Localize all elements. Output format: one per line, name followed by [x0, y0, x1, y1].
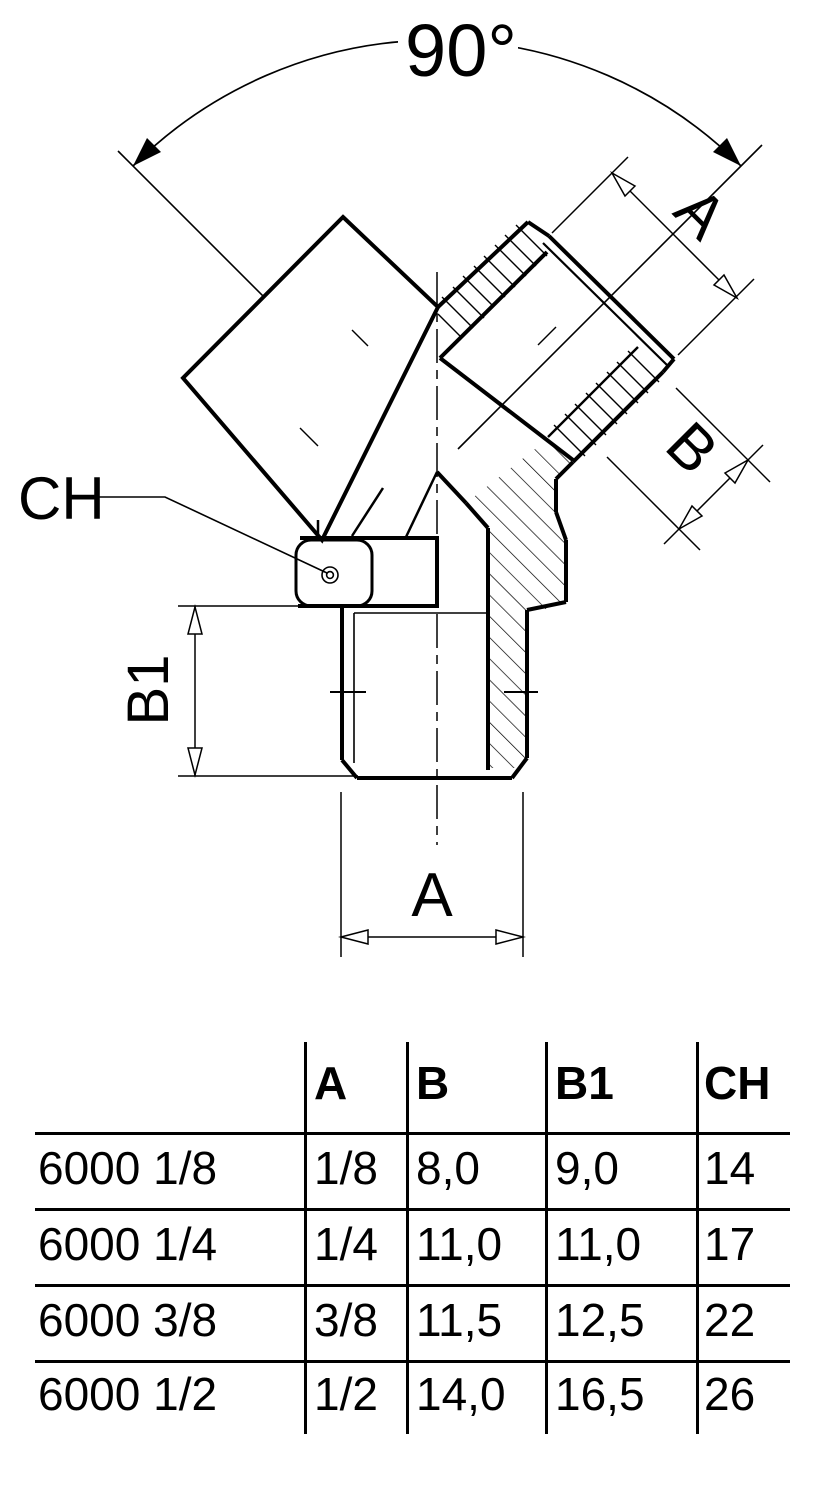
table-vline	[696, 1042, 699, 1434]
angle-label: 90°	[405, 9, 517, 92]
cell-b1: 11,0	[555, 1218, 642, 1270]
dimension-a-bottom: A	[338, 792, 526, 957]
table-hline	[35, 1208, 790, 1211]
funnel-edge	[350, 487, 385, 537]
dim-arrow-icon	[338, 929, 369, 945]
lower-thread-hatch	[553, 350, 660, 457]
table-vline	[406, 1042, 409, 1434]
cell-ch: 14	[704, 1142, 756, 1194]
cell-ch: 22	[704, 1294, 756, 1346]
row-label: 6000 1/2	[38, 1368, 218, 1420]
column-header-b: B	[416, 1057, 450, 1109]
cell-a: 3/8	[314, 1294, 378, 1346]
column-header-a: A	[314, 1057, 348, 1109]
cell-a: 1/2	[314, 1368, 378, 1420]
dim-a-bottom-label: A	[411, 861, 453, 930]
surface-tick	[351, 329, 369, 347]
column-header-b1: B1	[555, 1057, 614, 1109]
dim-arrow-icon	[610, 171, 637, 198]
angle-dimension: 90°	[117, 5, 763, 450]
cell-b: 8,0	[416, 1142, 480, 1194]
extension-line	[551, 156, 629, 234]
table-hline	[35, 1132, 790, 1135]
lower-band-inner-line	[547, 346, 639, 438]
section-hatch	[466, 438, 573, 768]
dim-arrow-icon	[723, 458, 750, 485]
ch-callout: CH	[18, 465, 328, 574]
surface-tick	[537, 326, 557, 346]
ball-detail-outer	[321, 566, 339, 584]
surface-tick	[299, 427, 319, 447]
ch-leader-line	[98, 496, 328, 574]
dim-b1-label: B1	[116, 655, 181, 726]
table-hline	[35, 1284, 790, 1287]
right-branch	[435, 220, 676, 770]
hex-nut	[294, 536, 439, 608]
inner-cone-edge	[404, 471, 439, 538]
dim-arrow-icon	[187, 604, 203, 635]
thread-face-inner-line	[542, 242, 669, 367]
cell-ch: 26	[704, 1368, 756, 1420]
dim-arrow-icon	[187, 747, 203, 778]
cell-b1: 9,0	[555, 1142, 619, 1194]
table-vline	[304, 1042, 307, 1434]
ball-detail-inner	[325, 570, 335, 580]
column-header-ch: CH	[704, 1057, 771, 1109]
ch-label: CH	[18, 465, 105, 532]
extension-line	[606, 456, 701, 551]
cell-b: 11,5	[416, 1294, 503, 1346]
row-label: 6000 1/4	[38, 1218, 218, 1270]
dimension-b1: B1	[116, 604, 358, 778]
right-branch-outline	[435, 220, 676, 770]
technical-drawing: 90°	[18, 5, 771, 957]
cell-a: 1/8	[314, 1142, 378, 1194]
table-vline	[545, 1042, 548, 1434]
row-label: 6000 1/8	[38, 1142, 218, 1194]
bottom-port-outline	[340, 606, 529, 780]
extension-line	[675, 387, 771, 483]
dim-arrow-icon	[712, 273, 739, 300]
dim-arrow-icon	[677, 504, 704, 531]
extension-line	[677, 278, 755, 356]
row-label: 6000 3/8	[38, 1294, 218, 1346]
dim-arrow-icon	[495, 929, 526, 945]
cell-b1: 12,5	[555, 1294, 645, 1346]
table-hline	[35, 1360, 790, 1363]
angle-label-mask	[398, 5, 518, 87]
cell-a: 1/4	[314, 1218, 378, 1270]
cell-ch: 17	[704, 1218, 756, 1270]
dimension-line	[611, 172, 738, 299]
bottom-port	[330, 606, 538, 780]
cell-b: 11,0	[416, 1218, 503, 1270]
cell-b: 14,0	[416, 1368, 506, 1420]
arc-arrow-left-icon	[133, 138, 161, 166]
cell-b1: 16,5	[555, 1368, 645, 1420]
arc-arrow-right-icon	[713, 138, 741, 166]
